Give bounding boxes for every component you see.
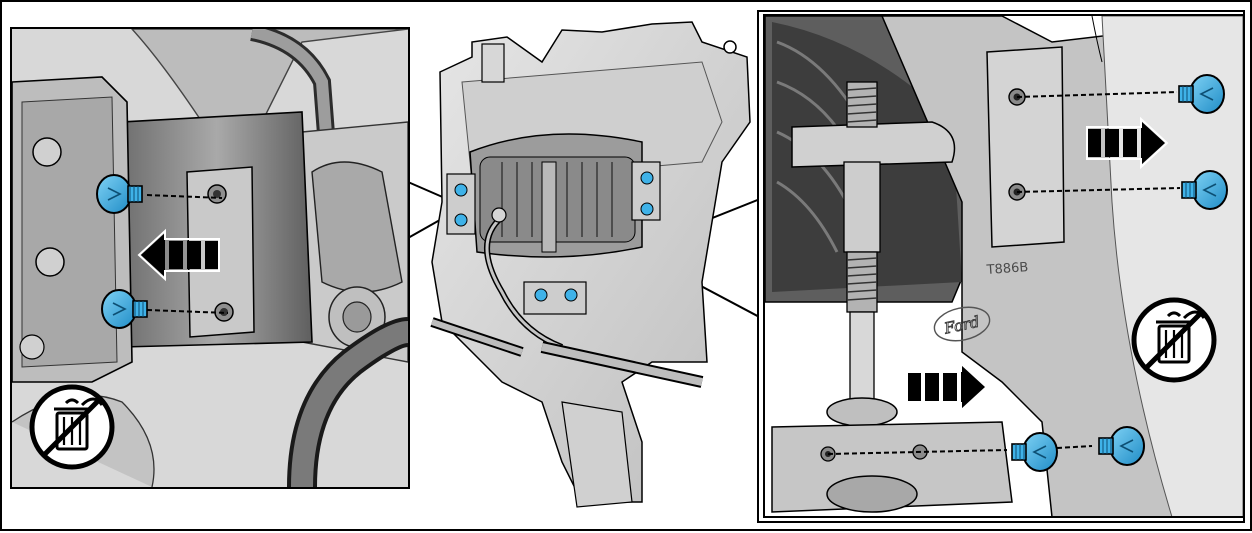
part-number-stamp: T886B (985, 260, 1029, 278)
left-detail-view (10, 27, 410, 489)
do-not-reuse-icon (1134, 300, 1214, 380)
right-detail-view: T886B Ford (757, 10, 1245, 523)
center-overview-view (430, 21, 751, 508)
do-not-reuse-icon (32, 387, 112, 467)
